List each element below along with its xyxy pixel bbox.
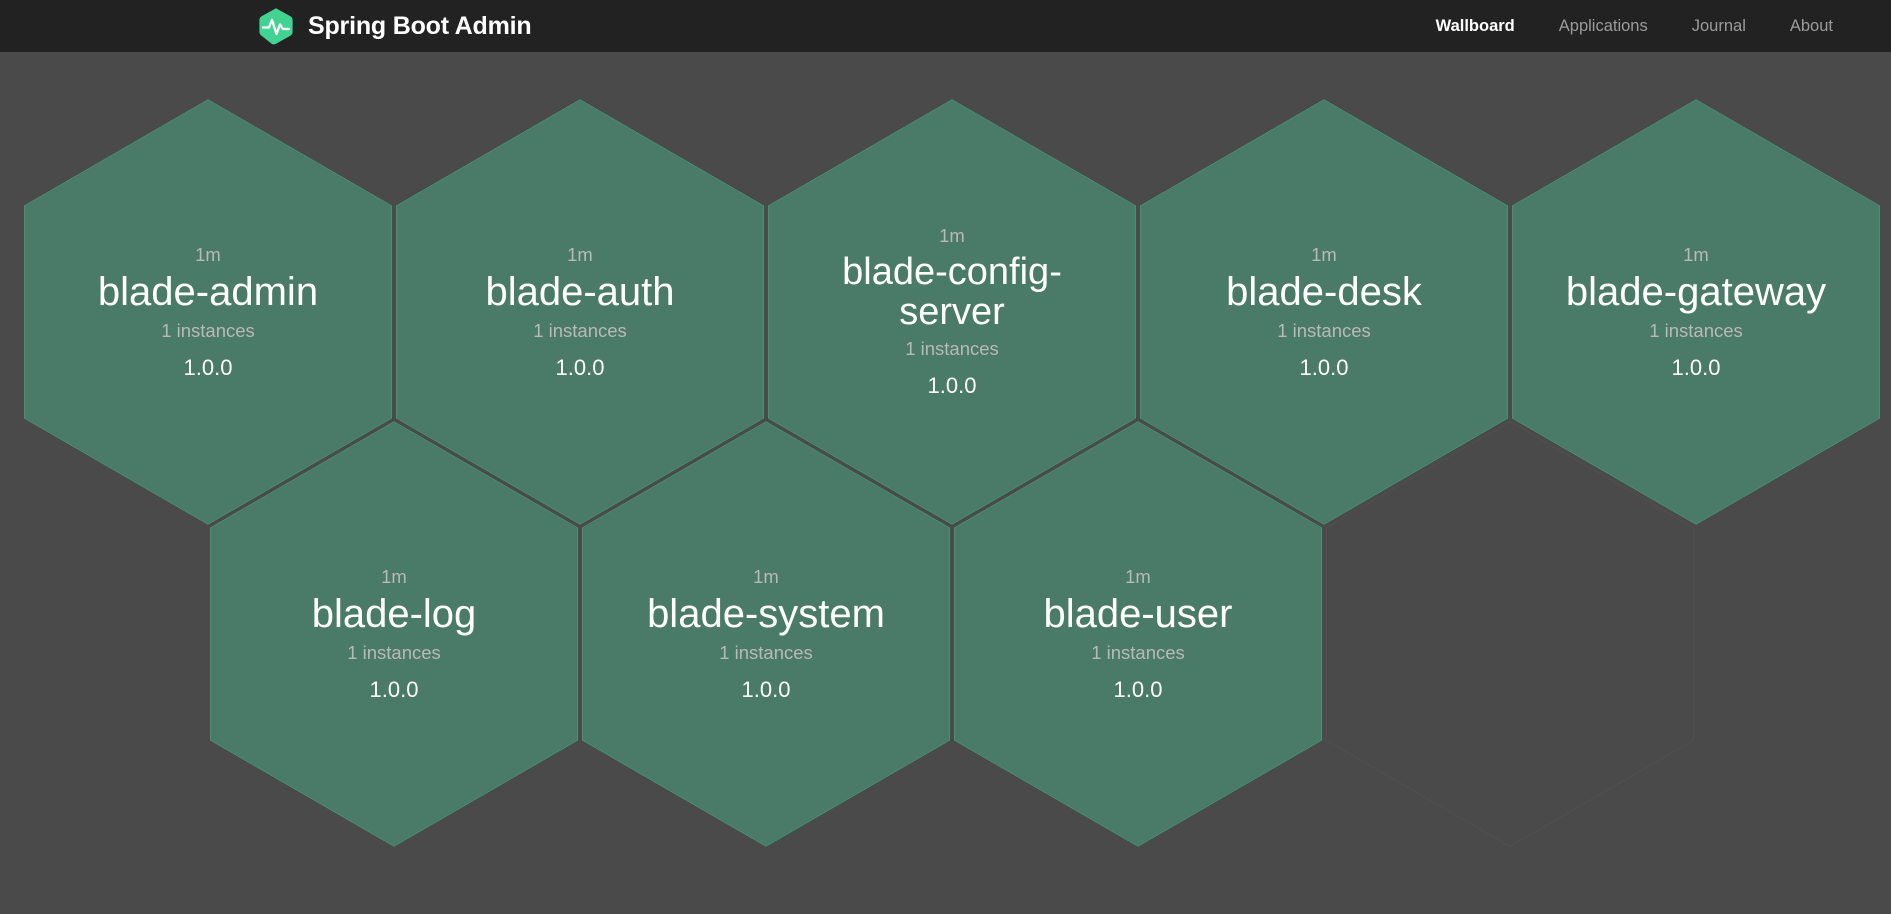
brand[interactable]: Spring Boot Admin [255, 5, 532, 47]
hexagon-shape [394, 97, 766, 527]
hexagon-shape [766, 97, 1138, 527]
hexagon-shape [1138, 97, 1510, 527]
hexagon-shape [952, 419, 1324, 849]
brand-title: Spring Boot Admin [308, 11, 532, 40]
nav-item-about[interactable]: About [1789, 16, 1833, 35]
top-navbar: Spring Boot Admin Wallboard Applications… [0, 0, 1891, 52]
nav-links: Wallboard Applications Journal About [1414, 17, 1855, 36]
nav-item-applications[interactable]: Applications [1558, 16, 1648, 35]
hexagon-tile-empty [1324, 419, 1696, 849]
hexagon-shape [580, 419, 952, 849]
hexagon-shape [1324, 419, 1696, 849]
nav-item-journal[interactable]: Journal [1691, 16, 1746, 35]
hexagon-shape [22, 97, 394, 527]
nav-item-wallboard[interactable]: Wallboard [1435, 16, 1515, 35]
heartbeat-hexagon-logo-icon [255, 5, 297, 47]
hexagon-shape [208, 419, 580, 849]
hexagon-shape [1510, 97, 1882, 527]
